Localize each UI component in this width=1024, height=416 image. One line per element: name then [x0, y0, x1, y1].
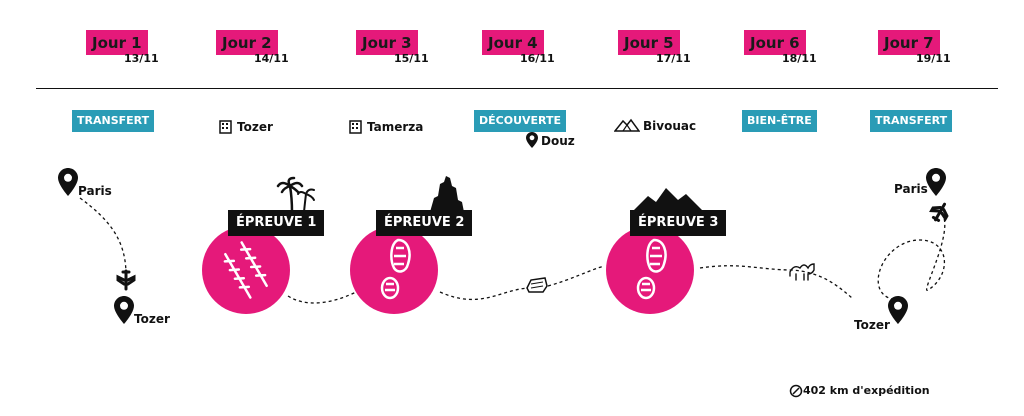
- route-paris-tozer: [79, 197, 127, 273]
- day-date: 16/11: [520, 52, 555, 65]
- location-tozer-start: Tozer: [134, 312, 170, 326]
- location-paris-start: Paris: [78, 184, 112, 198]
- day-label: Jour 7: [878, 30, 940, 55]
- day-label: Jour 5: [618, 30, 680, 55]
- sign-icon: [526, 277, 548, 293]
- route-ep3-tozer: [699, 265, 853, 299]
- day-date: 19/11: [916, 52, 951, 65]
- place-label: Tamerza: [367, 120, 424, 134]
- day-label: Jour 2: [216, 30, 278, 55]
- day-date: 15/11: [394, 52, 429, 65]
- building-icon: [348, 118, 364, 137]
- day-date: 17/11: [656, 52, 691, 65]
- epreuve-1-label: ÉPREUVE 1: [228, 210, 325, 236]
- place-label: Bivouac: [643, 119, 697, 133]
- day-5: Jour 5 17/11: [618, 30, 691, 65]
- route-ep1-ep2: [287, 291, 357, 304]
- day-label: Jour 1: [86, 30, 148, 55]
- map-pin-icon: [926, 168, 946, 196]
- map-pin-icon: [526, 132, 538, 151]
- mountain-icon: [632, 188, 704, 212]
- day-6: Jour 6 18/11: [744, 30, 817, 65]
- map-pin-icon: [114, 296, 134, 324]
- camel-icon: [789, 263, 815, 281]
- compass-icon: [789, 384, 803, 398]
- distance-label: 402 km d'expédition: [803, 384, 930, 397]
- day-7: Jour 7 19/11: [878, 30, 951, 65]
- airplane-icon: [929, 202, 949, 222]
- tent-icon: [613, 118, 641, 135]
- day-date: 18/11: [782, 52, 817, 65]
- epreuve-3-label: ÉPREUVE 3: [630, 210, 727, 236]
- day-label: Jour 3: [356, 30, 418, 55]
- location-paris-end: Paris: [894, 182, 928, 196]
- day-3: Jour 3 15/11: [356, 30, 429, 65]
- place-label: Douz: [541, 134, 575, 148]
- airplane-icon: [116, 269, 136, 291]
- activity-tag-bien-etre: BIEN-ÊTRE: [742, 110, 817, 132]
- footprint-icon: [636, 238, 667, 300]
- route-douz-ep3: [547, 265, 605, 287]
- activity-tag-transfert: TRANSFERT: [72, 110, 155, 132]
- map-pin-icon: [888, 296, 908, 324]
- activity-tag-transfert-return: TRANSFERT: [870, 110, 953, 132]
- footprint-icon: [380, 238, 411, 300]
- epreuve-2-circle: [350, 226, 438, 314]
- day-date: 13/11: [124, 52, 159, 65]
- day-1: Jour 1 13/11: [86, 30, 159, 65]
- day-date: 14/11: [254, 52, 289, 65]
- activity-place-tamerza: Tamerza: [348, 118, 423, 137]
- activity-place-tozer: Tozer: [218, 118, 273, 137]
- map-pin-icon: [58, 168, 78, 196]
- activity-tag-decouverte: DÉCOUVERTE: [474, 110, 567, 132]
- route-tozer-paris: [877, 217, 946, 301]
- building-icon: [218, 118, 234, 137]
- location-tozer-end: Tozer: [854, 318, 890, 332]
- distance-total: 402 km d'expédition: [787, 384, 930, 397]
- day-label: Jour 4: [482, 30, 544, 55]
- rock-formation-icon: [430, 176, 464, 212]
- day-2: Jour 2 14/11: [216, 30, 289, 65]
- palm-tree-icon: [276, 176, 315, 213]
- activity-place-bivouac: Bivouac: [613, 118, 697, 135]
- day-label: Jour 6: [744, 30, 806, 55]
- tire-track-icon: [223, 241, 268, 299]
- epreuve-3-circle: [606, 226, 694, 314]
- day-4: Jour 4 16/11: [482, 30, 555, 65]
- place-label: Tozer: [237, 120, 273, 134]
- route-ep2-douz: [439, 287, 529, 301]
- activity-place-douz: Douz: [526, 132, 575, 151]
- epreuve-2-label: ÉPREUVE 2: [376, 210, 473, 236]
- timeline-divider: [36, 88, 998, 89]
- epreuve-1-circle: [202, 226, 290, 314]
